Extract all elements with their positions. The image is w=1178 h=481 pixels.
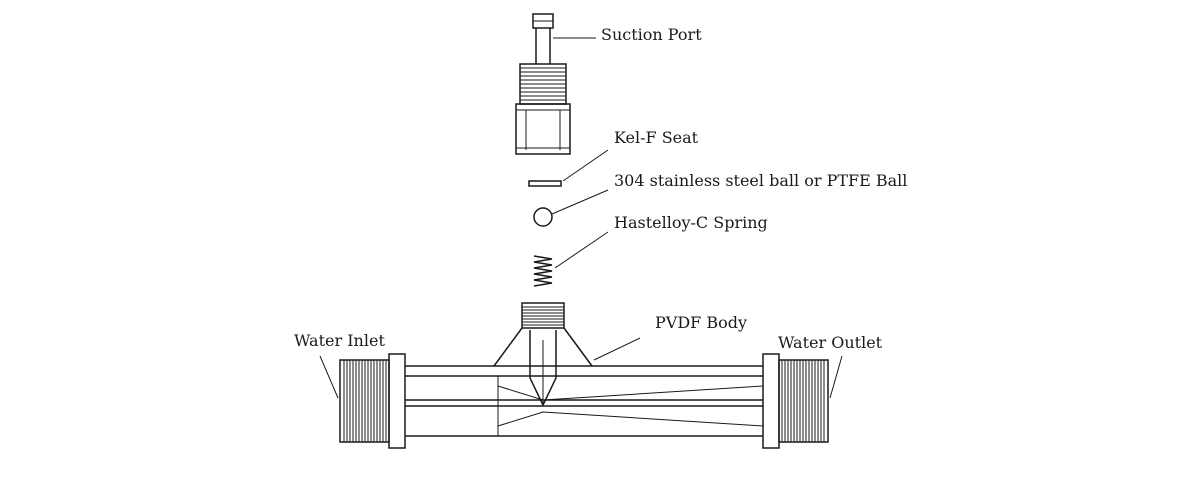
water-outlet-label: Water Outlet xyxy=(778,333,883,352)
pvdf-body-label: PVDF Body xyxy=(655,313,748,332)
leader-water-outlet xyxy=(829,355,843,399)
spring-label: Hastelloy-C Spring xyxy=(614,213,768,232)
ball-part xyxy=(533,207,553,227)
leader-pvdf-body xyxy=(593,337,641,361)
leader-water-inlet xyxy=(319,355,339,399)
leader-spring xyxy=(554,231,609,269)
suction-port-label: Suction Port xyxy=(601,25,702,44)
leader-ball xyxy=(551,189,609,215)
water-inlet-label: Water Inlet xyxy=(294,331,385,350)
ball-label: 304 stainless steel ball or PTFE Ball xyxy=(614,171,908,190)
leader-kel-f-seat xyxy=(562,149,609,182)
kel-f-seat-part xyxy=(528,180,562,187)
suction-port-part xyxy=(515,13,571,155)
kel-f-seat-label: Kel-F Seat xyxy=(614,128,699,147)
pvdf-body-part xyxy=(339,302,829,449)
spring-part xyxy=(533,255,553,287)
